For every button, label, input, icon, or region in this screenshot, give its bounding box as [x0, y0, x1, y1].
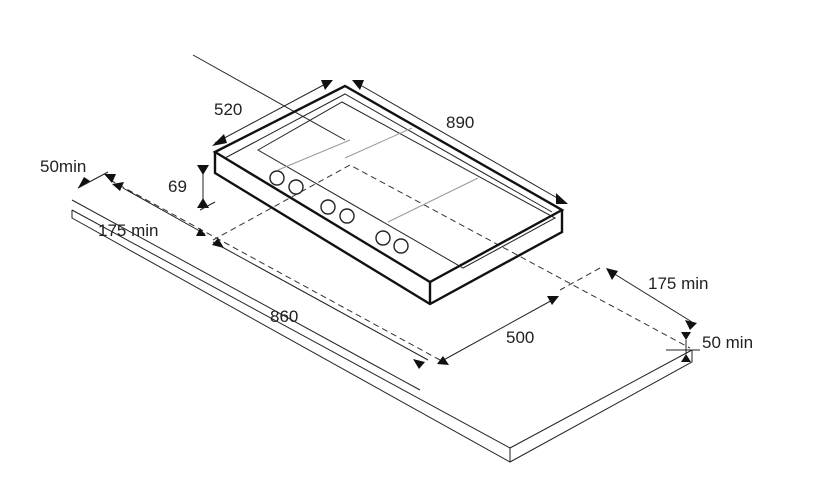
- arrow-860-b: [413, 359, 425, 369]
- arrow-860-a: [212, 238, 224, 248]
- dimension-lines: [71, 80, 700, 391]
- dimension-labels: 520 890 69 50min 175 min 860 500 175 min…: [40, 100, 753, 352]
- label-right-clearance: 175 min: [648, 274, 708, 293]
- arrow-69-b: [197, 198, 209, 208]
- knob: [288, 179, 304, 195]
- knob: [375, 230, 391, 246]
- label-hob-height: 69: [168, 177, 187, 196]
- arrow-50r-b: [681, 354, 691, 362]
- label-hob-depth: 520: [214, 100, 242, 119]
- arrow-50l-c: [112, 182, 124, 191]
- control-knobs: [269, 170, 409, 254]
- arrow-520-b: [321, 80, 333, 90]
- arrow-500-b: [547, 296, 559, 305]
- arrow-50l-b: [104, 174, 116, 183]
- knob: [339, 208, 355, 224]
- arrow-50l-a: [78, 177, 90, 188]
- arrow-890-b: [556, 193, 568, 204]
- label-hob-width: 890: [446, 113, 474, 132]
- arrow-890-a: [352, 80, 364, 90]
- arrow-175r-a: [606, 268, 618, 280]
- worktop: [71, 54, 693, 463]
- arrow-69-a: [197, 165, 209, 175]
- arrow-175l: [196, 228, 206, 236]
- cutout-outline: [109, 164, 691, 361]
- arrow-520-a: [212, 134, 227, 146]
- label-cutout-width: 860: [270, 307, 298, 326]
- arrow-50r-a: [681, 332, 691, 340]
- label-front-clearance: 175 min: [98, 221, 158, 240]
- label-rear-clearance: 50 min: [702, 333, 753, 352]
- hob: [212, 84, 565, 306]
- knob: [269, 170, 285, 186]
- label-cutout-depth: 500: [506, 328, 534, 347]
- knob: [393, 238, 409, 254]
- label-left-clearance: 50min: [40, 157, 86, 176]
- knob: [320, 199, 336, 215]
- arrow-175r-b: [685, 320, 697, 330]
- arrow-500-a: [437, 356, 449, 365]
